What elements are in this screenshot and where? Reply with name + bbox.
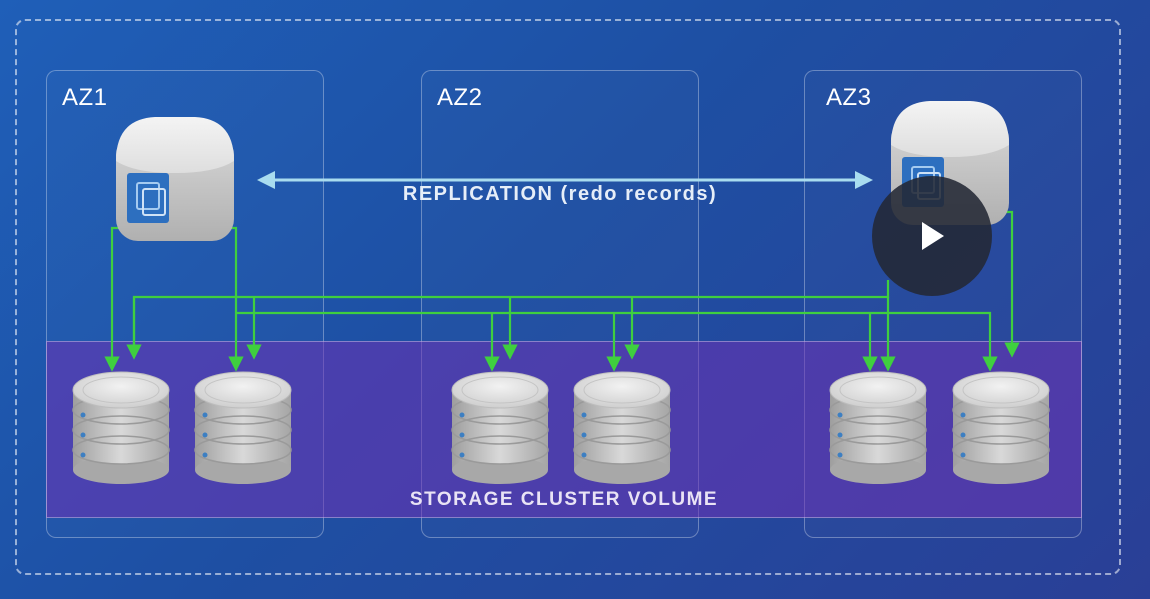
storage-disk-icon: [451, 371, 549, 485]
play-button[interactable]: [872, 176, 992, 296]
storage-disk-icon: [72, 371, 170, 485]
storage-cluster-label: STORAGE CLUSTER VOLUME: [409, 489, 719, 510]
availability-zone-3: [804, 70, 1082, 538]
storage-disk-icon: [194, 371, 292, 485]
az2-label: AZ2: [437, 84, 483, 111]
az3-label: AZ3: [826, 84, 872, 111]
play-icon: [922, 222, 944, 250]
region-boundary: [15, 19, 1121, 575]
database-instance-icon: [116, 117, 234, 241]
storage-disk-icon: [829, 371, 927, 485]
availability-zone-1: [46, 70, 324, 538]
availability-zone-2: [421, 70, 699, 538]
az1-label: AZ1: [62, 84, 108, 111]
storage-disk-icon: [573, 371, 671, 485]
storage-disk-icon: [952, 371, 1050, 485]
replication-label: REPLICATION (redo records): [402, 183, 718, 205]
